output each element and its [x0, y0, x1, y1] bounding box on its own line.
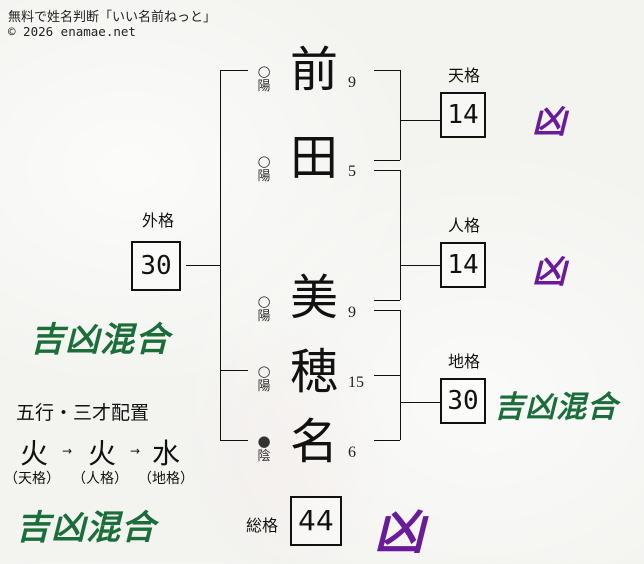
gogyo-title: 五行・三才配置 — [16, 402, 150, 424]
yinyang-label: 陽 — [257, 79, 271, 94]
stroke-count-5: 6 — [348, 444, 356, 461]
yang-circle-icon: ○ — [257, 292, 271, 310]
gogyo-element-2: 火 — [88, 437, 117, 470]
copyright: © 2026 enamae.net — [8, 24, 136, 39]
stroke-count-2: 5 — [348, 163, 356, 180]
name-char-3: 美 — [289, 270, 338, 326]
arrow-right-icon: → — [130, 444, 141, 458]
site-title: 無料で姓名判断「いい名前ねっと」 — [8, 10, 217, 25]
chikaku-value: 30 — [440, 378, 486, 424]
yinyang-5: ● 陰 — [254, 432, 274, 465]
gogyo-element-3: 水 — [152, 437, 181, 470]
yinyang-label: 陰 — [257, 449, 271, 464]
soukaku-label: 総格 — [245, 516, 278, 535]
stroke-count-3: 9 — [348, 304, 356, 321]
chikaku-label: 地格 — [447, 352, 480, 371]
yinyang-label: 陽 — [257, 379, 271, 394]
yang-circle-icon: ○ — [257, 152, 271, 170]
stroke-count-4: 15 — [348, 374, 364, 391]
jinkaku-verdict: 凶 — [532, 252, 566, 292]
tenkaku-verdict: 凶 — [532, 102, 566, 142]
tenkaku-label: 天格 — [447, 66, 480, 85]
yinyang-1: ○ 陽 — [254, 62, 274, 95]
yinyang-label: 陽 — [257, 309, 271, 324]
yinyang-4: ○ 陽 — [254, 362, 274, 395]
name-char-4: 穂 — [289, 344, 338, 400]
gaikaku-verdict: 吉凶混合 — [30, 320, 170, 360]
chikaku-verdict: 吉凶混合 — [494, 390, 618, 425]
yinyang-label: 陽 — [257, 169, 271, 184]
name-char-1: 前 — [289, 42, 338, 98]
name-char-5: 名 — [289, 414, 338, 470]
name-char-2: 田 — [289, 130, 338, 186]
tenkaku-value: 14 — [440, 92, 486, 138]
gogyo-sub-1: （天格） — [4, 471, 60, 487]
stroke-count-1: 9 — [348, 74, 356, 91]
jinkaku-label: 人格 — [447, 216, 480, 235]
yin-filled-circle-icon: ● — [257, 432, 271, 450]
yang-circle-icon: ○ — [257, 62, 271, 80]
gogyo-sub-2: （人格） — [72, 471, 128, 487]
jinkaku-value: 14 — [440, 242, 486, 288]
soukaku-verdict: 凶 — [374, 502, 424, 561]
gogyo-verdict: 吉凶混合 — [16, 508, 156, 548]
gaikaku-label: 外格 — [141, 211, 174, 230]
gogyo-element-1: 火 — [20, 437, 49, 470]
gaikaku-value: 30 — [131, 241, 181, 291]
soukaku-value: 44 — [290, 496, 342, 546]
gogyo-sub-3: （地格） — [138, 471, 194, 487]
arrow-right-icon: → — [62, 444, 73, 458]
yinyang-3: ○ 陽 — [254, 292, 274, 325]
yang-circle-icon: ○ — [257, 362, 271, 380]
yinyang-2: ○ 陽 — [254, 152, 274, 185]
